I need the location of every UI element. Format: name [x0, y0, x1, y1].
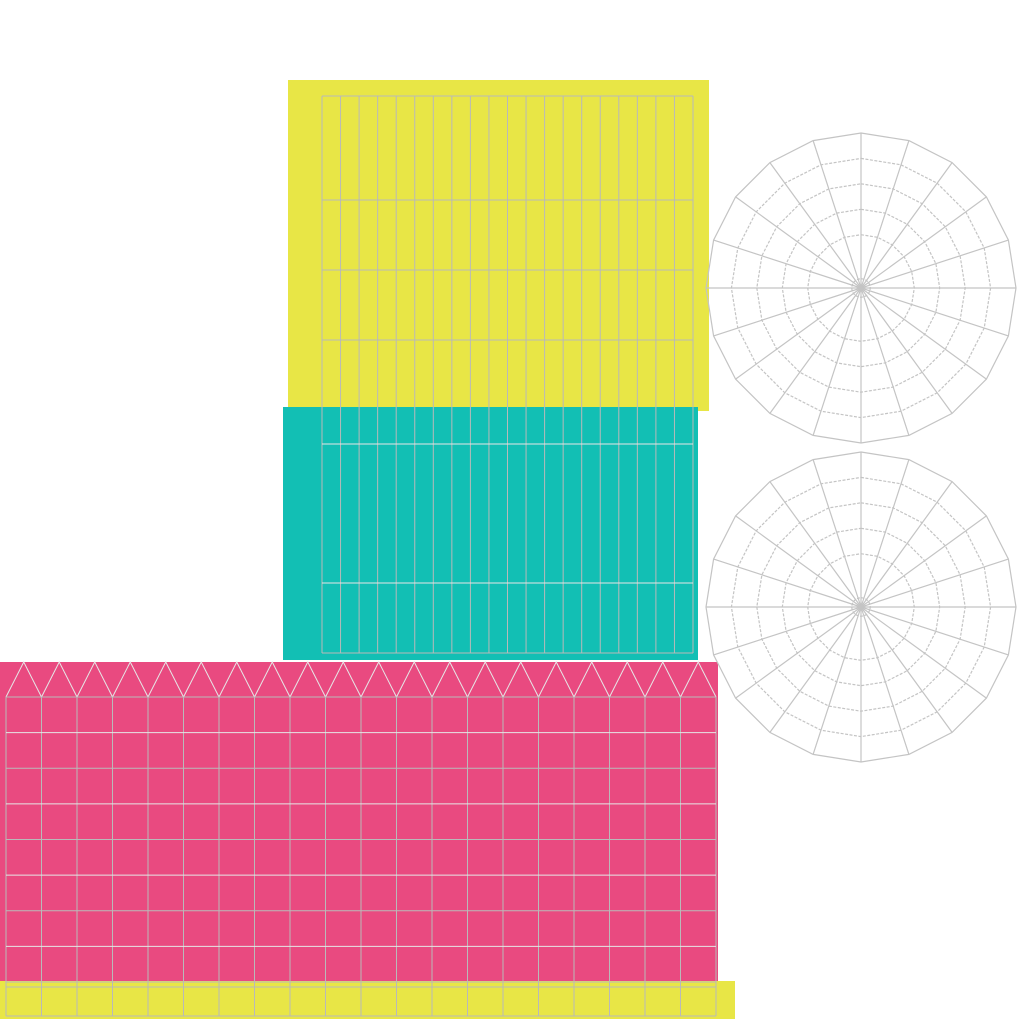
- grid-triangle: [431, 660, 468, 698]
- wheel-spoke: [860, 196, 987, 289]
- grid-triangle: [538, 660, 575, 698]
- color-blocks: [0, 80, 735, 1019]
- wheel-ring: [781, 208, 941, 368]
- grid-triangle: [502, 660, 539, 698]
- wheel-spoke: [860, 606, 953, 733]
- wheel-spoke: [860, 481, 953, 608]
- wheel-spoke: [860, 606, 987, 699]
- wheel-spoke: [860, 606, 910, 755]
- wheel-spoke: [812, 287, 862, 436]
- wheel-spoke: [713, 558, 862, 608]
- wheel-bottom: [705, 451, 1017, 763]
- grid-triangle: [467, 660, 504, 698]
- wheel-spoke: [713, 239, 862, 289]
- wheel-spoke: [860, 140, 910, 289]
- grid-triangle: [609, 660, 646, 698]
- grid-triangle: [41, 660, 78, 698]
- wheel-spoke: [735, 515, 862, 608]
- grid-triangle: [680, 660, 717, 698]
- wheel-spoke: [860, 287, 953, 414]
- yellow-panel: [288, 80, 709, 411]
- wheel-spoke: [735, 606, 862, 699]
- wheel-spoke: [812, 140, 862, 289]
- wheel-spoke: [769, 481, 862, 608]
- grid-wireframes: [5, 95, 717, 1017]
- wheel-spoke: [860, 606, 1009, 656]
- wheel-spoke: [860, 287, 910, 436]
- grid-triangle: [325, 660, 362, 698]
- wheel-spoke: [812, 459, 862, 608]
- grid-triangle: [396, 660, 433, 698]
- grid-triangle: [289, 660, 326, 698]
- wheel-spoke: [860, 287, 1009, 337]
- wheel-spoke: [735, 287, 862, 380]
- wheel-spoke: [812, 606, 862, 755]
- grid-triangle: [254, 660, 291, 698]
- yellow-panel-grid: [321, 95, 694, 410]
- wheel-spoke: [860, 162, 953, 289]
- wheel-ring: [781, 527, 941, 687]
- teal-panel-grid: [321, 410, 694, 654]
- wheel-spoke: [860, 558, 1009, 608]
- grid-triangle: [360, 660, 397, 698]
- wheel-spoke: [860, 239, 1009, 289]
- pink-panel: [0, 662, 718, 982]
- grid-triangle: [573, 660, 610, 698]
- wheel-spoke: [769, 606, 862, 733]
- wheel-spoke: [860, 287, 987, 380]
- wheel-spoke: [713, 606, 862, 656]
- grid-triangle: [644, 660, 681, 698]
- teal-panel: [283, 407, 698, 660]
- grid-triangle: [183, 660, 220, 698]
- grid-triangle: [112, 660, 149, 698]
- grid-triangle: [218, 660, 255, 698]
- wheel-spoke: [860, 515, 987, 608]
- grid-triangle: [76, 660, 113, 698]
- wheel-spoke: [713, 287, 862, 337]
- wheel-spoke: [860, 459, 910, 608]
- grid-triangle: [147, 660, 184, 698]
- wheel-top: [705, 132, 1017, 444]
- wheel-spoke: [769, 287, 862, 414]
- pink-panel-grid: [5, 660, 717, 983]
- wheel-spoke: [769, 162, 862, 289]
- grid-triangle: [5, 660, 42, 698]
- wheel-wireframes: [705, 132, 1017, 763]
- yellow-strip-grid: [5, 981, 717, 1017]
- wheel-spoke: [735, 196, 862, 289]
